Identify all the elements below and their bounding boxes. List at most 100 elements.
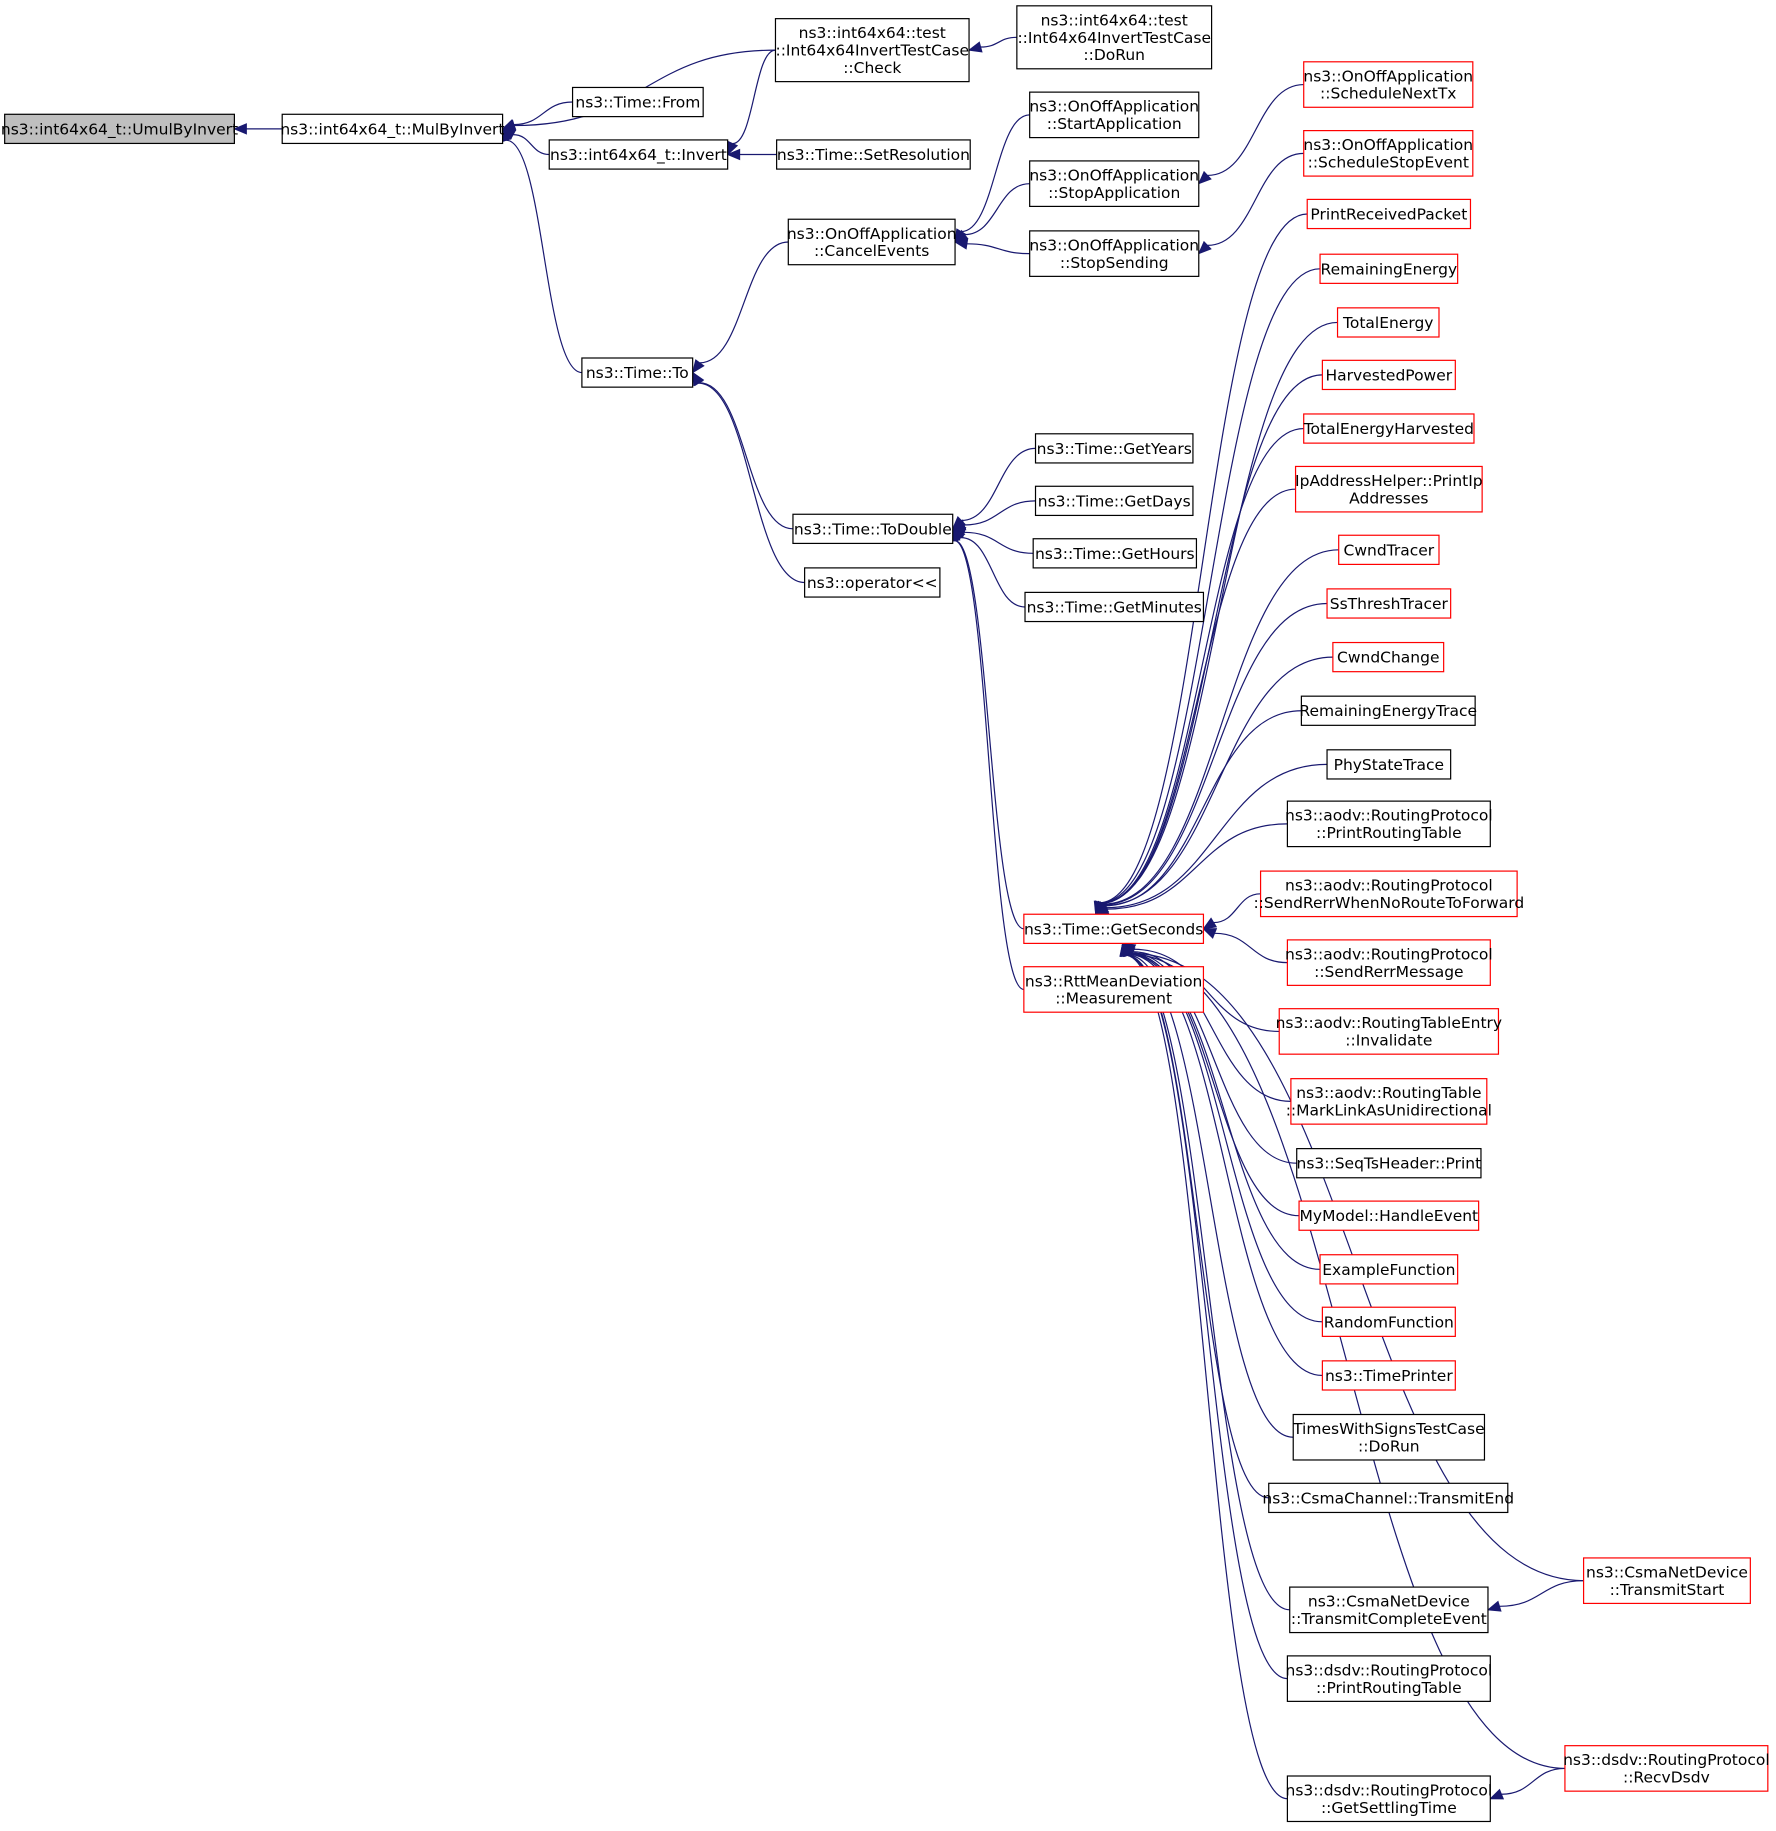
node-csmachan[interactable]: ns3::CsmaChannel::TransmitEnd	[1262, 1482, 1514, 1514]
node-label: ns3::int64x64_t::Invert	[550, 146, 727, 165]
node-box	[1303, 413, 1475, 444]
node-timeprinter[interactable]: ns3::TimePrinter	[1321, 1360, 1456, 1391]
edge-start-to-cancel	[954, 114, 1030, 244]
arrowhead	[726, 148, 741, 161]
node-label: ns3::SeqTsHeader::Print	[1297, 1155, 1482, 1173]
node-dsdvsettle[interactable]: ns3::dsdv::RoutingProtocol::GetSettlingT…	[1286, 1775, 1493, 1823]
node-label: ::StopApplication	[1048, 184, 1180, 202]
node-aodventry[interactable]: ns3::aodv::RoutingTableEntry::Invalidate	[1276, 1008, 1503, 1055]
node-box	[1298, 1200, 1480, 1231]
edge-cancel-to-to	[691, 241, 789, 374]
node-random[interactable]: RandomFunction	[1321, 1306, 1456, 1337]
node-phystate[interactable]: PhyStateTrace	[1326, 749, 1452, 780]
node-aodvprint[interactable]: ns3::aodv::RoutingProtocol::PrintRouting…	[1285, 800, 1493, 848]
node-label: ::PrintRoutingTable	[1316, 824, 1462, 842]
node-dsdvrecv[interactable]: ns3::dsdv::RoutingProtocol::RecvDsdv	[1563, 1745, 1770, 1792]
node-invert[interactable]: ns3::int64x64_t::Invert	[548, 139, 729, 170]
node-years[interactable]: ns3::Time::GetYears	[1034, 433, 1194, 464]
node-cancel[interactable]: ns3::OnOffApplication::CancelEvents	[787, 218, 957, 266]
node-label: ns3::CsmaNetDevice	[1308, 1593, 1470, 1611]
edge-line	[1104, 710, 1302, 907]
node-ssthresh[interactable]: SsThreshTracer	[1326, 588, 1452, 619]
node-harvpower[interactable]: HarvestedPower	[1321, 359, 1456, 391]
node-label: ::PrintRoutingTable	[1316, 1679, 1462, 1697]
node-box	[1286, 1775, 1491, 1823]
node-csmacomplete[interactable]: ns3::CsmaNetDevice::TransmitCompleteEven…	[1289, 1586, 1489, 1634]
node-minutes[interactable]: ns3::Time::GetMinutes	[1024, 591, 1205, 623]
node-stopsend[interactable]: ns3::OnOffApplication::StopSending	[1029, 230, 1200, 277]
node-seqts[interactable]: ns3::SeqTsHeader::Print	[1296, 1148, 1482, 1179]
arrowhead	[691, 359, 705, 374]
node-label: ns3::aodv::RoutingTableEntry	[1276, 1014, 1503, 1032]
node-mymodel[interactable]: MyModel::HandleEvent	[1298, 1200, 1480, 1231]
edge-mul-to-umul	[233, 123, 283, 135]
edge-check-to-invert	[727, 49, 776, 156]
node-label: ns3::Time::ToDouble	[794, 520, 952, 538]
node-mul[interactable]: ns3::int64x64_t::MulByInvert	[280, 113, 504, 145]
arrowhead	[1202, 928, 1218, 939]
edge-line	[732, 49, 776, 145]
edge-line	[1103, 656, 1333, 907]
node-days[interactable]: ns3::Time::GetDays	[1034, 485, 1194, 517]
node-todouble[interactable]: ns3::Time::ToDouble	[792, 513, 954, 545]
node-schednext[interactable]: ns3::OnOffApplication::ScheduleNextTx	[1303, 61, 1474, 108]
node-box	[1296, 1148, 1482, 1179]
node-label: ns3::OnOffApplication	[787, 225, 957, 243]
node-remtrace[interactable]: RemainingEnergyTrace	[1299, 695, 1477, 726]
edge-dsdvsettle-to-seconds	[1119, 942, 1288, 1800]
node-label: PrintReceivedPacket	[1310, 205, 1467, 223]
edge-from-to-mul	[501, 101, 573, 130]
node-stop[interactable]: ns3::OnOffApplication::StopApplication	[1029, 160, 1200, 208]
edge-aodvsendmsg-to-seconds	[1202, 928, 1288, 964]
node-start[interactable]: ns3::OnOffApplication::StartApplication	[1029, 91, 1200, 139]
node-label: ns3::int64x64_t::UmulByInvert	[1, 120, 238, 139]
node-box	[1303, 61, 1474, 108]
node-csmastart[interactable]: ns3::CsmaNetDevice::TransmitStart	[1582, 1557, 1751, 1605]
node-box	[281, 113, 504, 145]
edge-stopsend-to-cancel	[953, 238, 1030, 255]
node-cwndtracer[interactable]: CwndTracer	[1338, 534, 1440, 566]
node-label: ::StartApplication	[1047, 115, 1182, 133]
node-dsdvprint[interactable]: ns3::dsdv::RoutingProtocol::PrintRouting…	[1286, 1655, 1493, 1702]
node-from[interactable]: ns3::Time::From	[571, 86, 704, 118]
arrowhead	[501, 119, 517, 130]
node-label: ns3::Time::GetDays	[1038, 492, 1191, 510]
node-example[interactable]: ExampleFunction	[1319, 1254, 1459, 1285]
edge-line	[980, 36, 1017, 48]
node-label: ns3::TimePrinter	[1325, 1367, 1453, 1385]
node-printrecv[interactable]: PrintReceivedPacket	[1306, 198, 1472, 230]
node-check[interactable]: ns3::int64x64::test::Int64x64InvertTestC…	[774, 18, 970, 83]
node-remenergy[interactable]: RemainingEnergy	[1319, 253, 1459, 284]
node-oplt[interactable]: ns3::operator<<	[804, 567, 941, 598]
edge-line	[1102, 602, 1328, 906]
node-schedstop[interactable]: ns3::OnOffApplication::ScheduleStopEvent	[1303, 130, 1474, 177]
edge-line	[506, 139, 582, 374]
node-aodvsendmsg[interactable]: ns3::aodv::RoutingProtocol::SendRerrMess…	[1285, 939, 1493, 986]
node-aodvtable[interactable]: ns3::aodv::RoutingTable::MarkLinkAsUnidi…	[1286, 1078, 1492, 1125]
edge-line	[513, 134, 550, 156]
node-setres[interactable]: ns3::Time::SetResolution	[776, 139, 971, 170]
edge-line	[954, 540, 1025, 991]
node-timeswith[interactable]: TimesWithSignsTestCase::DoRun	[1292, 1413, 1486, 1461]
node-aodvsendrerr[interactable]: ns3::aodv::RoutingProtocol::SendRerrWhen…	[1253, 870, 1524, 918]
node-totalenergy[interactable]: TotalEnergy	[1336, 307, 1440, 338]
node-label: ::MarkLinkAsUnidirectional	[1286, 1102, 1492, 1120]
node-to[interactable]: ns3::Time::To	[581, 357, 694, 388]
node-hours[interactable]: ns3::Time::GetHours	[1032, 538, 1198, 569]
node-label: SsThreshTracer	[1330, 595, 1449, 613]
edge-line	[1207, 152, 1304, 246]
node-cwndchange[interactable]: CwndChange	[1332, 641, 1445, 673]
arrowhead	[1197, 170, 1212, 185]
arrowhead	[1489, 1788, 1505, 1800]
node-box	[1286, 800, 1491, 848]
node-label: ns3::dsdv::RoutingProtocol	[1286, 1661, 1493, 1679]
node-totharv[interactable]: TotalEnergyHarvested	[1303, 413, 1475, 444]
edge-line	[1501, 1767, 1565, 1795]
node-seconds[interactable]: ns3::Time::GetSeconds	[1023, 913, 1205, 944]
node-label: ::CancelEvents	[814, 242, 929, 260]
node-rtt[interactable]: ns3::RttMeanDeviation::Measurement	[1023, 966, 1205, 1013]
node-box	[1268, 1482, 1509, 1514]
node-box	[1029, 91, 1200, 139]
node-dorun1[interactable]: ns3::int64x64::test::Int64x64InvertTestC…	[1016, 5, 1213, 70]
